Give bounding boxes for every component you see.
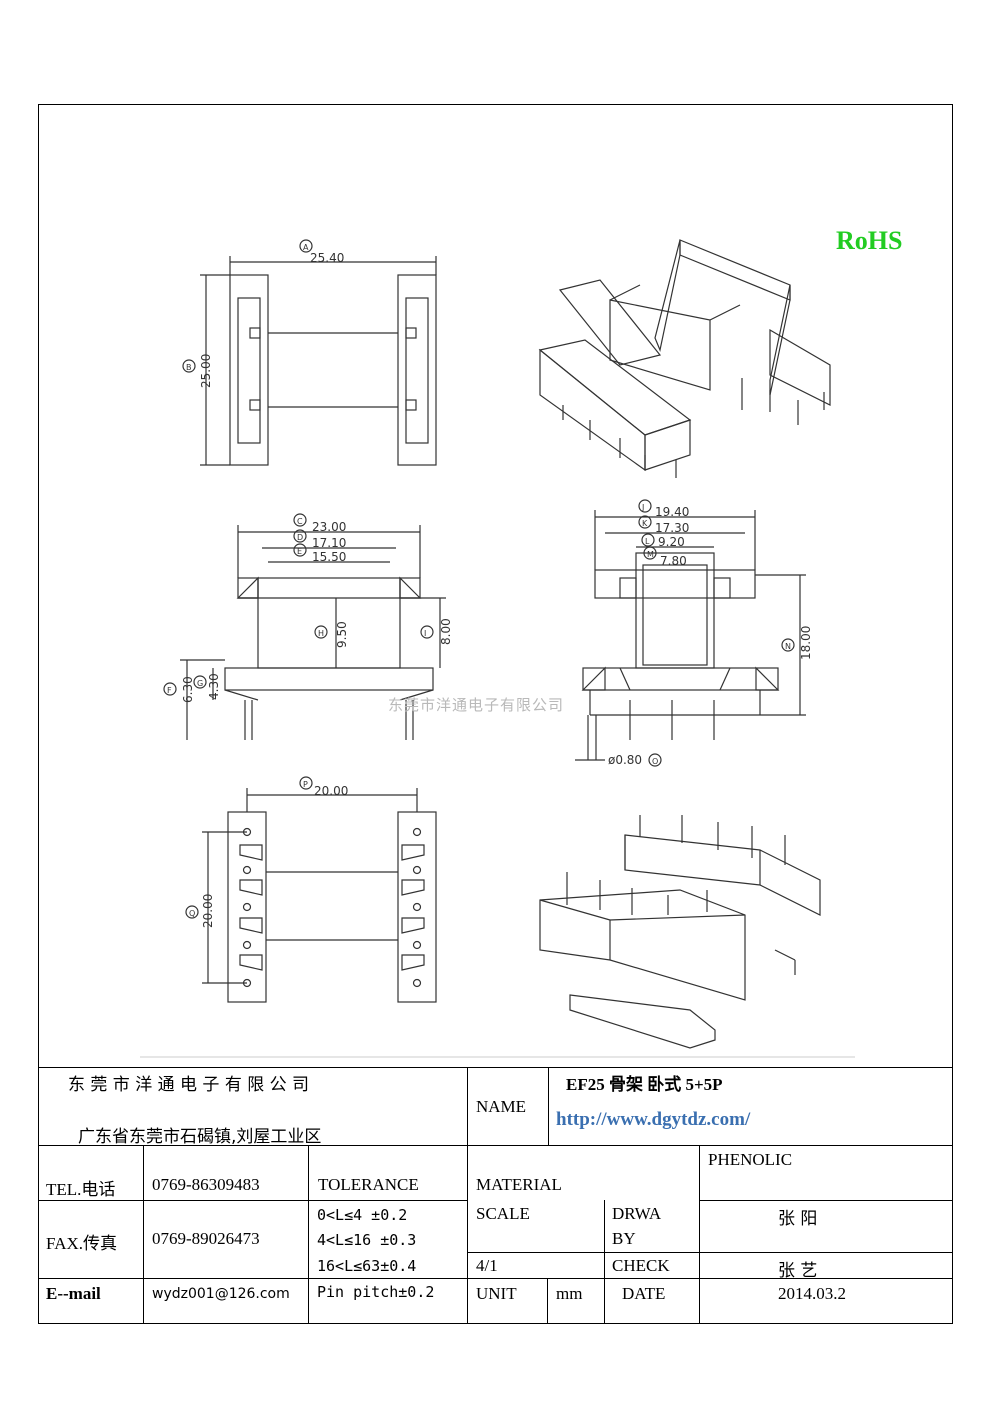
dim-H-label: H — [318, 629, 324, 638]
material-label: MATERIAL — [476, 1175, 562, 1194]
drawn-by-label-2: BY — [612, 1229, 636, 1248]
dim-F-value: 6.30 — [181, 676, 195, 703]
side-view: J 19.40 K 17.30 L 9.20 M 7.80 N 18.00 ø0… — [575, 499, 813, 767]
isometric-view-top — [538, 239, 831, 478]
dim-O-value: ø0.80 — [608, 753, 642, 767]
dim-G-value: 4.30 — [207, 673, 221, 700]
tolerance-line-3: 16<L≤63±0.4 — [317, 1257, 417, 1275]
dim-Q-value: 20.00 — [201, 894, 215, 928]
dim-I-label: I — [424, 629, 426, 638]
dim-K-value: 17.30 — [655, 521, 689, 535]
dim-F-label: F — [167, 686, 172, 695]
dim-B-label: B — [186, 363, 192, 372]
fax-label: FAX.传真 — [46, 1234, 117, 1253]
tolerance-label: TOLERANCE — [318, 1175, 419, 1194]
dim-P-value: 20.00 — [314, 784, 348, 798]
date-label: DATE — [622, 1284, 666, 1303]
date-value: 2014.03.2 — [778, 1284, 846, 1303]
dim-I-value: 8.00 — [439, 618, 453, 645]
email-label: E--mail — [46, 1284, 101, 1303]
part-name: EF25 骨架 卧式 5+5P — [566, 1075, 723, 1094]
isometric-view-bottom — [539, 815, 821, 1049]
dim-B-value: 25.00 — [199, 354, 213, 388]
dim-G-label: G — [197, 679, 203, 688]
dim-A-label: A — [303, 243, 309, 252]
check-label: CHECK — [612, 1256, 670, 1275]
dim-J-label: J — [641, 503, 644, 512]
dim-P-label: P — [303, 780, 308, 789]
dim-J-value: 19.40 — [655, 505, 689, 519]
scale-label: SCALE — [476, 1204, 530, 1223]
dim-A-value: 25.40 — [310, 251, 344, 265]
tel-value: 0769-86309483 — [152, 1175, 260, 1194]
dim-D-label: D — [297, 533, 303, 542]
material-value: PHENOLIC — [708, 1150, 793, 1169]
top-view: A 25.40 B 25.00 — [182, 239, 437, 466]
drawn-by-value: 张 阳 — [778, 1209, 818, 1229]
dim-D-value: 17.10 — [312, 536, 346, 550]
check-value: 张 艺 — [778, 1261, 818, 1281]
tel-label: TEL.电话 — [46, 1180, 116, 1199]
front-view: C 23.00 D 17.10 E 15.50 H 9.50 I 8.00 F … — [163, 513, 453, 740]
tolerance-line-1: 0<L≤4 ±0.2 — [317, 1206, 408, 1224]
tolerance-line-2: 4<L≤16 ±0.3 — [317, 1231, 417, 1249]
unit-label: UNIT — [476, 1284, 517, 1303]
unit-value: mm — [556, 1284, 583, 1303]
dim-Q-label: Q — [189, 909, 195, 918]
dim-L-label: L — [645, 537, 650, 546]
company-name: 东 莞 市 洋 通 电 子 有 限 公 司 — [68, 1075, 310, 1095]
dim-N-label: N — [785, 642, 791, 651]
fax-value: 0769-89026473 — [152, 1229, 260, 1248]
scale-value: 4/1 — [476, 1256, 498, 1275]
name-label: NAME — [476, 1097, 527, 1116]
bottom-view: P 20.00 Q 20.00 — [185, 776, 437, 1003]
dim-E-value: 15.50 — [312, 550, 346, 564]
rohs-badge: RoHS — [836, 226, 903, 255]
email-value[interactable]: wydz001@126.com — [152, 1286, 290, 1302]
drawing-frame — [38, 104, 953, 1324]
watermark: 东莞市洋通电子有限公司 — [388, 696, 565, 714]
tolerance-line-4: Pin pitch±0.2 — [317, 1283, 435, 1301]
dim-C-label: C — [297, 517, 303, 526]
dim-N-value: 18.00 — [799, 626, 813, 660]
technical-drawing: A 25.40 B 25.00 — [140, 239, 855, 1058]
dim-M-value: 7.80 — [660, 554, 687, 568]
dim-C-value: 23.00 — [312, 520, 346, 534]
dim-O-label: O — [652, 757, 658, 766]
dim-E-label: E — [297, 547, 302, 556]
dim-K-label: K — [642, 519, 648, 528]
dim-L-value: 9.20 — [658, 535, 685, 549]
website-link[interactable]: http://www.dgytdz.com/ — [556, 1109, 751, 1130]
dim-H-value: 9.50 — [335, 621, 349, 648]
dim-M-label: M — [647, 550, 654, 559]
company-address: 广东省东莞市石碣镇,刘屋工业区 — [78, 1127, 322, 1147]
drawn-by-label-1: DRWA — [612, 1204, 662, 1223]
